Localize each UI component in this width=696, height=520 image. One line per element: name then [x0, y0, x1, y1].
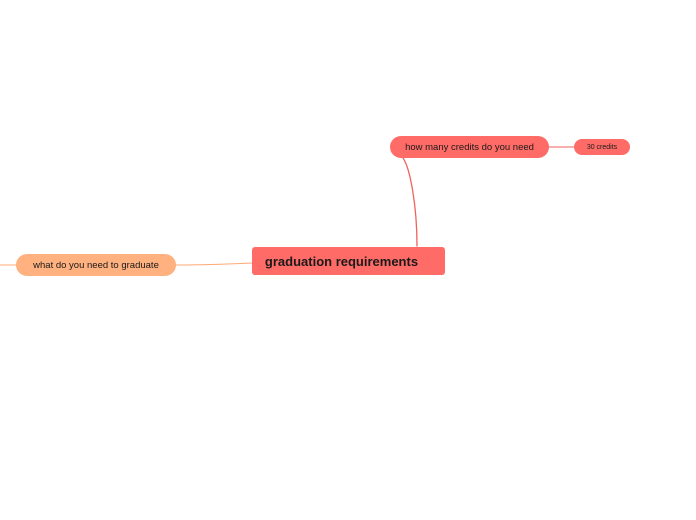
- node-what-do-you-need-label: what do you need to graduate: [33, 259, 159, 271]
- node-graduation-requirements-label: graduation requirements: [264, 253, 419, 269]
- connector-root-to-credits: [402, 157, 418, 247]
- node-how-many-credits[interactable]: how many credits do you need: [390, 136, 549, 158]
- node-30-credits-label: 30 credits: [586, 143, 618, 151]
- node-graduation-requirements[interactable]: graduation requirements: [252, 247, 445, 275]
- node-how-many-credits-label: how many credits do you need: [405, 141, 534, 153]
- connector-root-to-graduate: [175, 262, 253, 266]
- node-30-credits[interactable]: 30 credits: [574, 139, 630, 155]
- node-what-do-you-need[interactable]: what do you need to graduate: [16, 254, 176, 276]
